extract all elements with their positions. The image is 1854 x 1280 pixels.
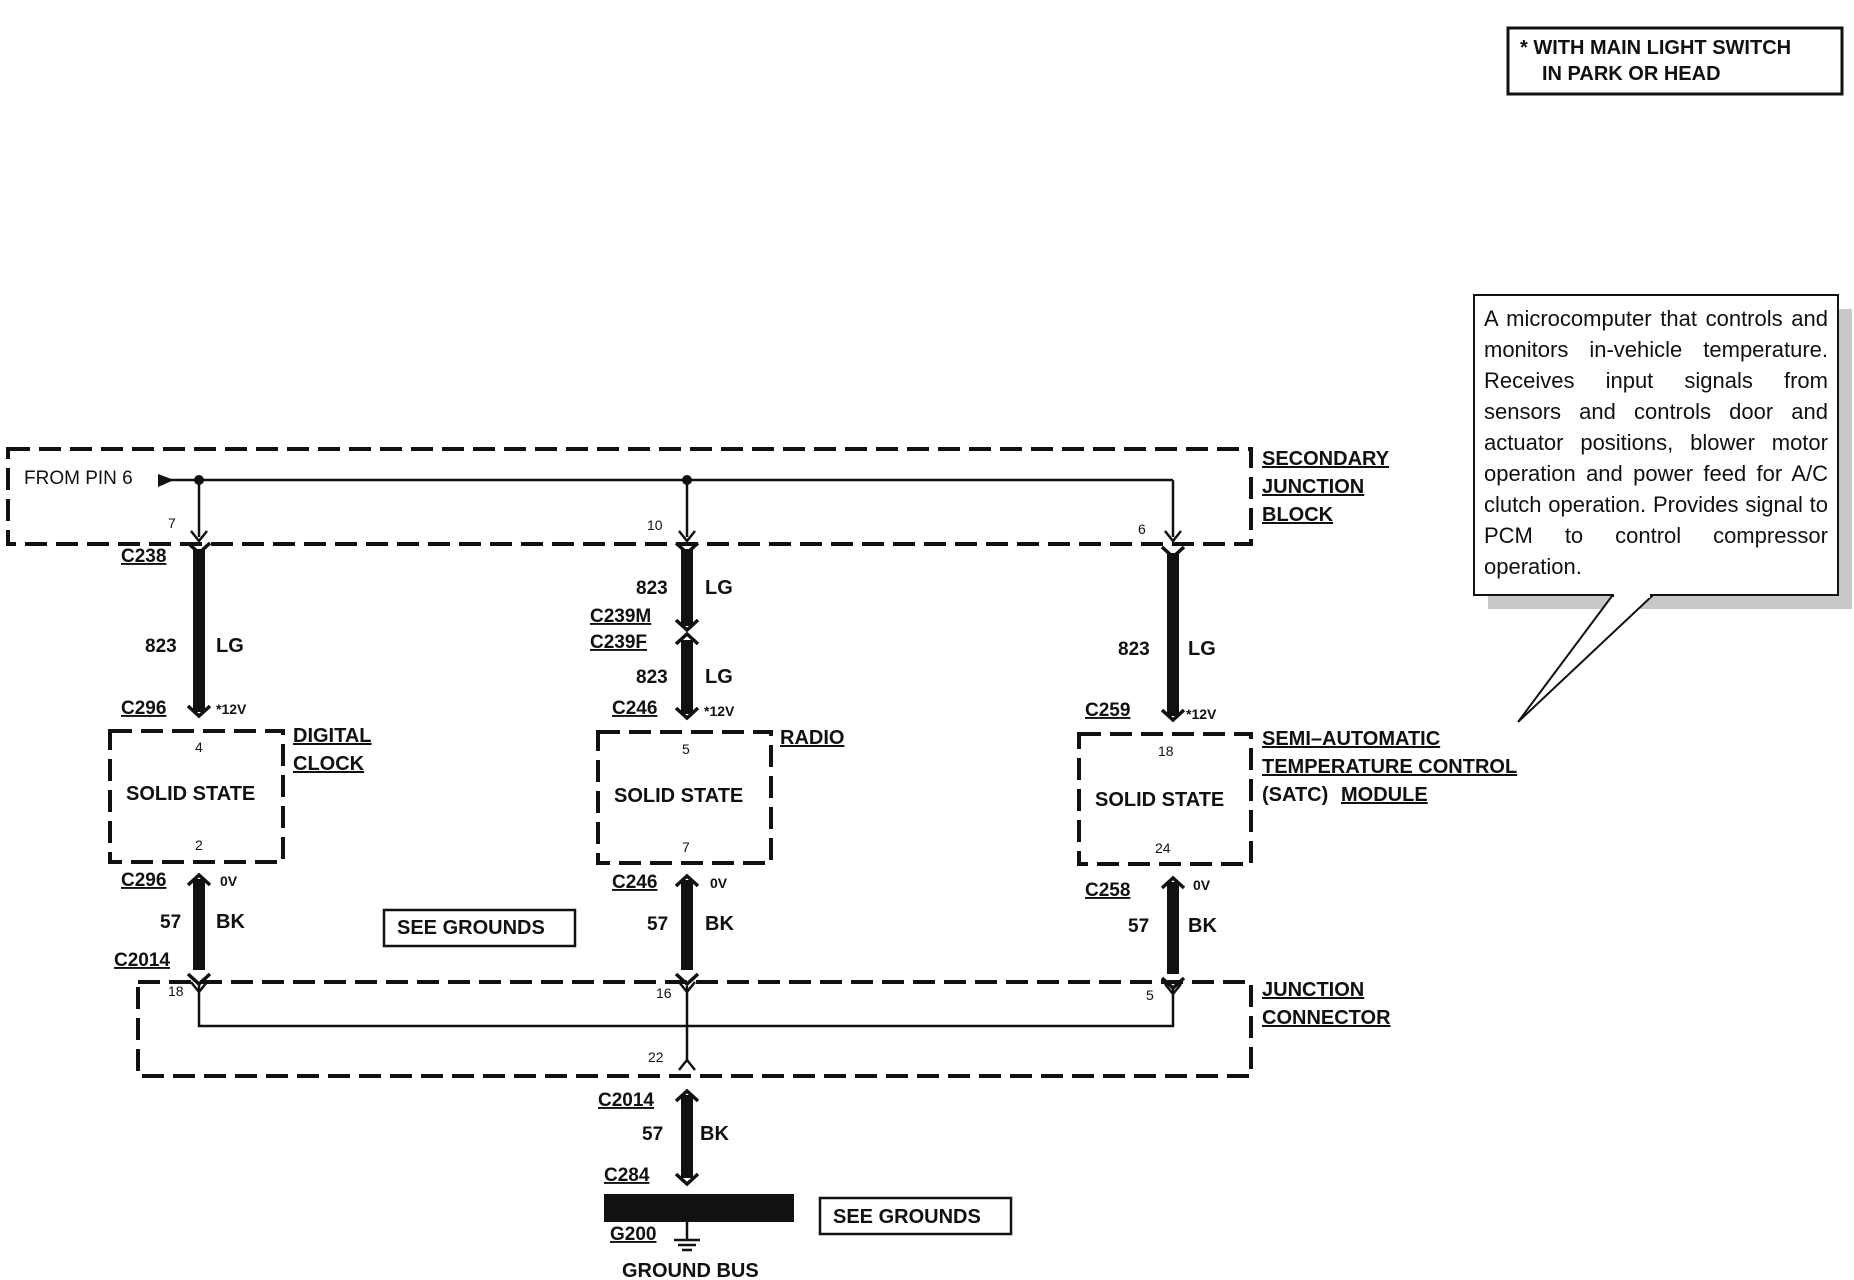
radio-connector-top: C246	[612, 698, 657, 719]
satc-label-4: MODULE	[1341, 784, 1428, 806]
from-pin-label: FROM PIN 6	[24, 468, 133, 489]
see-grounds-label: SEE GROUNDS	[397, 917, 545, 939]
ground-connector-bottom: C284	[604, 1165, 650, 1186]
satc-label-3: (SATC)	[1262, 784, 1328, 806]
satc-connector-bottom: C258	[1085, 880, 1130, 901]
junction-connector: 18 16 5 22 JUNCTION CONNECTOR	[136, 979, 1391, 1078]
satc-pin-top: 18	[1158, 743, 1174, 759]
clock-connector-bottom: C296	[121, 870, 166, 891]
sjb-pin-7: 7	[168, 515, 176, 531]
satc-circuit: 823 LG C259 *12V 18 SOLID STATE 24 SEMI–…	[1077, 638, 1517, 937]
digital-clock-module	[108, 729, 285, 864]
note-line-2: IN PARK OR HEAD	[1542, 63, 1721, 85]
satc-module	[1077, 732, 1253, 866]
sjb-pin-6: 6	[1138, 521, 1146, 537]
satc-wire-color: LG	[1188, 638, 1216, 660]
junction-pin-22: 22	[648, 1049, 664, 1065]
sjb-label-1: SECONDARY	[1262, 448, 1390, 470]
ground-wires	[193, 879, 1179, 1178]
satc-ground-number: 57	[1128, 916, 1149, 937]
radio-circuit: 823 LG C239M C239F 823 LG C246 *12V 5 SO…	[590, 577, 844, 935]
radio-wire-lower-color: LG	[705, 666, 733, 688]
junction-pin-16: 16	[656, 985, 672, 1001]
ground-wire-color: BK	[700, 1123, 729, 1145]
clock-ground-number: 57	[160, 912, 181, 933]
radio-module	[596, 730, 773, 865]
clock-pin-top: 4	[195, 739, 203, 755]
ground-g200: G200	[610, 1224, 656, 1245]
radio-wire-lower-number: 823	[636, 667, 668, 688]
junction-pin-18: 18	[168, 983, 184, 999]
power-wires	[193, 549, 1179, 716]
satc-voltage-bottom: 0V	[1193, 877, 1211, 893]
radio-wire-upper-color: LG	[705, 577, 733, 599]
clock-wire-color: LG	[216, 635, 244, 657]
clock-label-2: CLOCK	[293, 753, 365, 775]
clock-label-1: DIGITAL	[293, 725, 372, 747]
digital-clock-circuit: C238 823 LG C296 *12V 4 SOLID STATE 2 DI…	[108, 546, 372, 971]
junction-pin-5: 5	[1146, 987, 1154, 1003]
satc-wire-number: 823	[1118, 639, 1150, 660]
sjb-label-3: BLOCK	[1262, 504, 1334, 526]
junction-label-2: CONNECTOR	[1262, 1007, 1391, 1029]
see-grounds-label-2: SEE GROUNDS	[833, 1206, 981, 1228]
ground-bus-bar	[604, 1194, 794, 1222]
main-light-switch-note: * WITH MAIN LIGHT SWITCH IN PARK OR HEAD	[1506, 26, 1844, 96]
satc-pin-bottom: 24	[1155, 840, 1171, 856]
clock-junction-connector: C2014	[114, 950, 170, 971]
radio-wire-upper-number: 823	[636, 578, 668, 599]
ground-path: C2014 57 BK C284 G200 GROUND BUS	[598, 1090, 794, 1280]
radio-ground-number: 57	[647, 914, 668, 935]
radio-connector-female: C239F	[590, 632, 647, 653]
see-grounds-box[interactable]: SEE GROUNDS	[382, 908, 577, 948]
feed-arrow-icon	[158, 474, 174, 487]
radio-pin-bottom: 7	[682, 839, 690, 855]
satc-description-text: A microcomputer that controls and monito…	[1484, 306, 1828, 579]
see-grounds-box-2[interactable]: SEE GROUNDS	[818, 1196, 1013, 1236]
radio-connector-bottom: C246	[612, 872, 657, 893]
satc-ground-color: BK	[1188, 915, 1217, 937]
clock-solid-state: SOLID STATE	[126, 783, 255, 805]
clock-connector-c238: C238	[121, 546, 166, 567]
satc-solid-state: SOLID STATE	[1095, 789, 1224, 811]
satc-label-1: SEMI–AUTOMATIC	[1262, 728, 1440, 750]
radio-connector-male: C239M	[590, 606, 651, 627]
radio-solid-state: SOLID STATE	[614, 785, 743, 807]
radio-pin-top: 5	[682, 741, 690, 757]
satc-description-callout: A microcomputer that controls and monito…	[1473, 294, 1852, 723]
ground-wire-number: 57	[642, 1124, 663, 1145]
satc-label-2: TEMPERATURE CONTROL	[1262, 756, 1517, 778]
clock-ground-color: BK	[216, 911, 245, 933]
clock-pin-bottom: 2	[195, 837, 203, 853]
sjb-pin-10: 10	[647, 517, 663, 533]
clock-connector-top: C296	[121, 698, 166, 719]
note-line-1: * WITH MAIN LIGHT SWITCH	[1520, 37, 1791, 59]
radio-voltage-top: *12V	[704, 703, 735, 719]
sjb-label-2: JUNCTION	[1262, 476, 1364, 498]
clock-wire-number: 823	[145, 636, 177, 657]
ground-connector-top: C2014	[598, 1090, 654, 1111]
satc-voltage-top: *12V	[1186, 706, 1217, 722]
clock-voltage-top: *12V	[216, 701, 247, 717]
connector-symbols	[186, 541, 1186, 1187]
junction-label-1: JUNCTION	[1262, 979, 1364, 1001]
radio-voltage-bottom: 0V	[710, 875, 728, 891]
satc-connector-top: C259	[1085, 700, 1130, 721]
clock-voltage-bottom: 0V	[220, 873, 238, 889]
ground-bus-label: GROUND BUS	[622, 1260, 759, 1280]
radio-label: RADIO	[780, 727, 844, 749]
radio-ground-color: BK	[705, 913, 734, 935]
secondary-junction-block: FROM PIN 6 7 10 6 SECONDARY JUNCTION BLO…	[6, 447, 1390, 546]
